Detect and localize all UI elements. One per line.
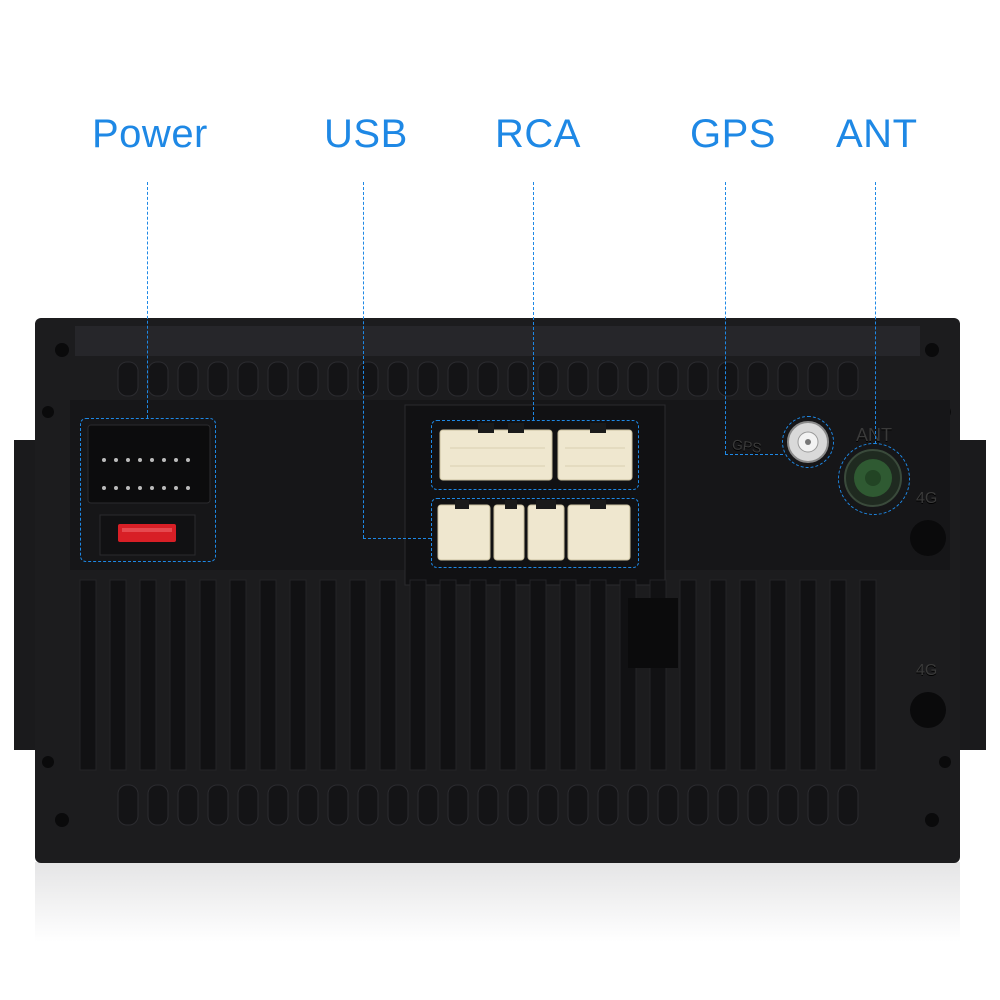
gps-highlight [782, 416, 834, 468]
heatsink-fins [79, 579, 877, 771]
usb-leader-horizontal [363, 538, 431, 539]
4g-marking-bottom: 4G [916, 662, 938, 679]
4g-slot-bottom [910, 692, 946, 728]
ant-highlight [838, 443, 910, 515]
floor-reflection [35, 862, 960, 942]
ant-leader [875, 182, 876, 444]
power-leader [147, 182, 148, 418]
ant-label: ANT [836, 112, 918, 156]
bottom-vents [117, 784, 859, 826]
fin-block [628, 598, 678, 668]
power-highlight [80, 418, 216, 562]
rca-highlight [431, 420, 639, 490]
4g-marking-top: 4G [916, 490, 938, 507]
gps-leader [725, 182, 726, 454]
rca-leader [533, 182, 534, 420]
ant-marking: ANT [856, 425, 892, 445]
usb-leader [363, 182, 364, 538]
rca-connector-1 [439, 429, 553, 481]
top-lip [75, 326, 920, 356]
usb-label: USB [324, 112, 408, 156]
4g-slot-top [910, 520, 946, 556]
usb-highlight [431, 498, 639, 568]
gps-leader-horizontal [725, 454, 783, 455]
gps-label: GPS [690, 112, 776, 156]
power-connector-pins [102, 458, 190, 490]
power-connector [87, 424, 211, 504]
power-label: Power [92, 112, 208, 156]
rca-label: RCA [495, 112, 581, 156]
